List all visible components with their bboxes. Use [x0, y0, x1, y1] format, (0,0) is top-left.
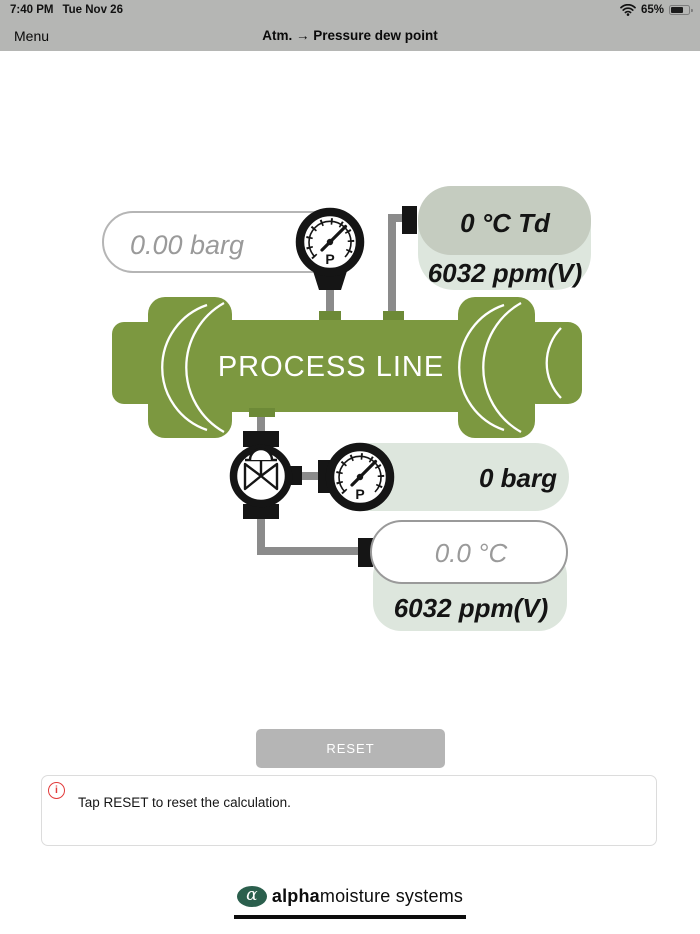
brand-name-bold: alpha: [271, 886, 320, 906]
battery-icon: [669, 5, 693, 15]
brand-logo: α alphamoisture systems: [233, 885, 467, 919]
temperature-input-pill[interactable]: [370, 520, 568, 584]
line-pressure-input[interactable]: 0.00 barg: [102, 211, 352, 273]
temperature-input-value[interactable]: 0.0 °C: [435, 538, 508, 568]
nav-bar: Atm. → Pressure dew point Menu: [0, 20, 700, 51]
atm-dewpoint-output-box: 0 °C Td 6032 ppm(V): [402, 186, 591, 290]
pipe-tap-top-left: [319, 311, 341, 320]
alpha-logo-icon: α: [236, 885, 267, 907]
reset-button[interactable]: RESET: [256, 729, 445, 768]
process-pipe: PROCESS LINE: [112, 297, 582, 438]
pressure-output-pill: 0 barg: [331, 443, 569, 511]
main-content: 0.00 barg 0 °C Td 6032 ppm(V): [0, 51, 700, 934]
battery-percent: 65%: [640, 4, 664, 16]
pipe-tap-top-right: [383, 311, 404, 320]
brand-footer: α alphamoisture systems: [0, 886, 700, 919]
info-message: Tap RESET to reset the calculation.: [78, 795, 291, 810]
atm-dewpoint-value: 0 °C Td: [460, 208, 551, 238]
pressure-gauge-bottom: P: [318, 447, 390, 507]
pressure-output-value: 0 barg: [479, 463, 557, 493]
process-line-label: PROCESS LINE: [218, 351, 444, 383]
status-date: Tue Nov 26: [62, 4, 123, 16]
alpha-symbol: α: [246, 885, 258, 905]
line-pressure-value: 0.00 barg: [130, 230, 244, 260]
process-diagram: 0.00 barg 0 °C Td 6032 ppm(V): [102, 186, 591, 631]
status-bar: 7:40 PM Tue Nov 26 65%: [0, 0, 700, 20]
pressure-gauge-top: P: [300, 212, 360, 290]
info-card: i Tap RESET to reset the calculation.: [41, 775, 657, 846]
status-time: 7:40 PM: [10, 4, 54, 16]
brand-name: alphamoisture systems: [272, 886, 463, 907]
menu-button[interactable]: Menu: [14, 27, 50, 44]
gauge-top-letter: P: [325, 251, 334, 267]
gauge-bottom-letter: P: [355, 486, 364, 502]
wifi-icon: [620, 4, 636, 16]
temperature-input-group: 0.0 °C 6032 ppm(V): [358, 520, 568, 631]
page-title: Atm. → Pressure dew point: [262, 28, 438, 43]
info-icon: i: [48, 782, 65, 799]
pipe-tap-bottom: [249, 408, 275, 417]
atm-moisture-value: 6032 ppm(V): [428, 258, 583, 288]
pressure-moisture-value: 6032 ppm(V): [394, 593, 549, 623]
valve-icon: [229, 431, 302, 519]
brand-name-rest: moisture systems: [319, 886, 464, 906]
